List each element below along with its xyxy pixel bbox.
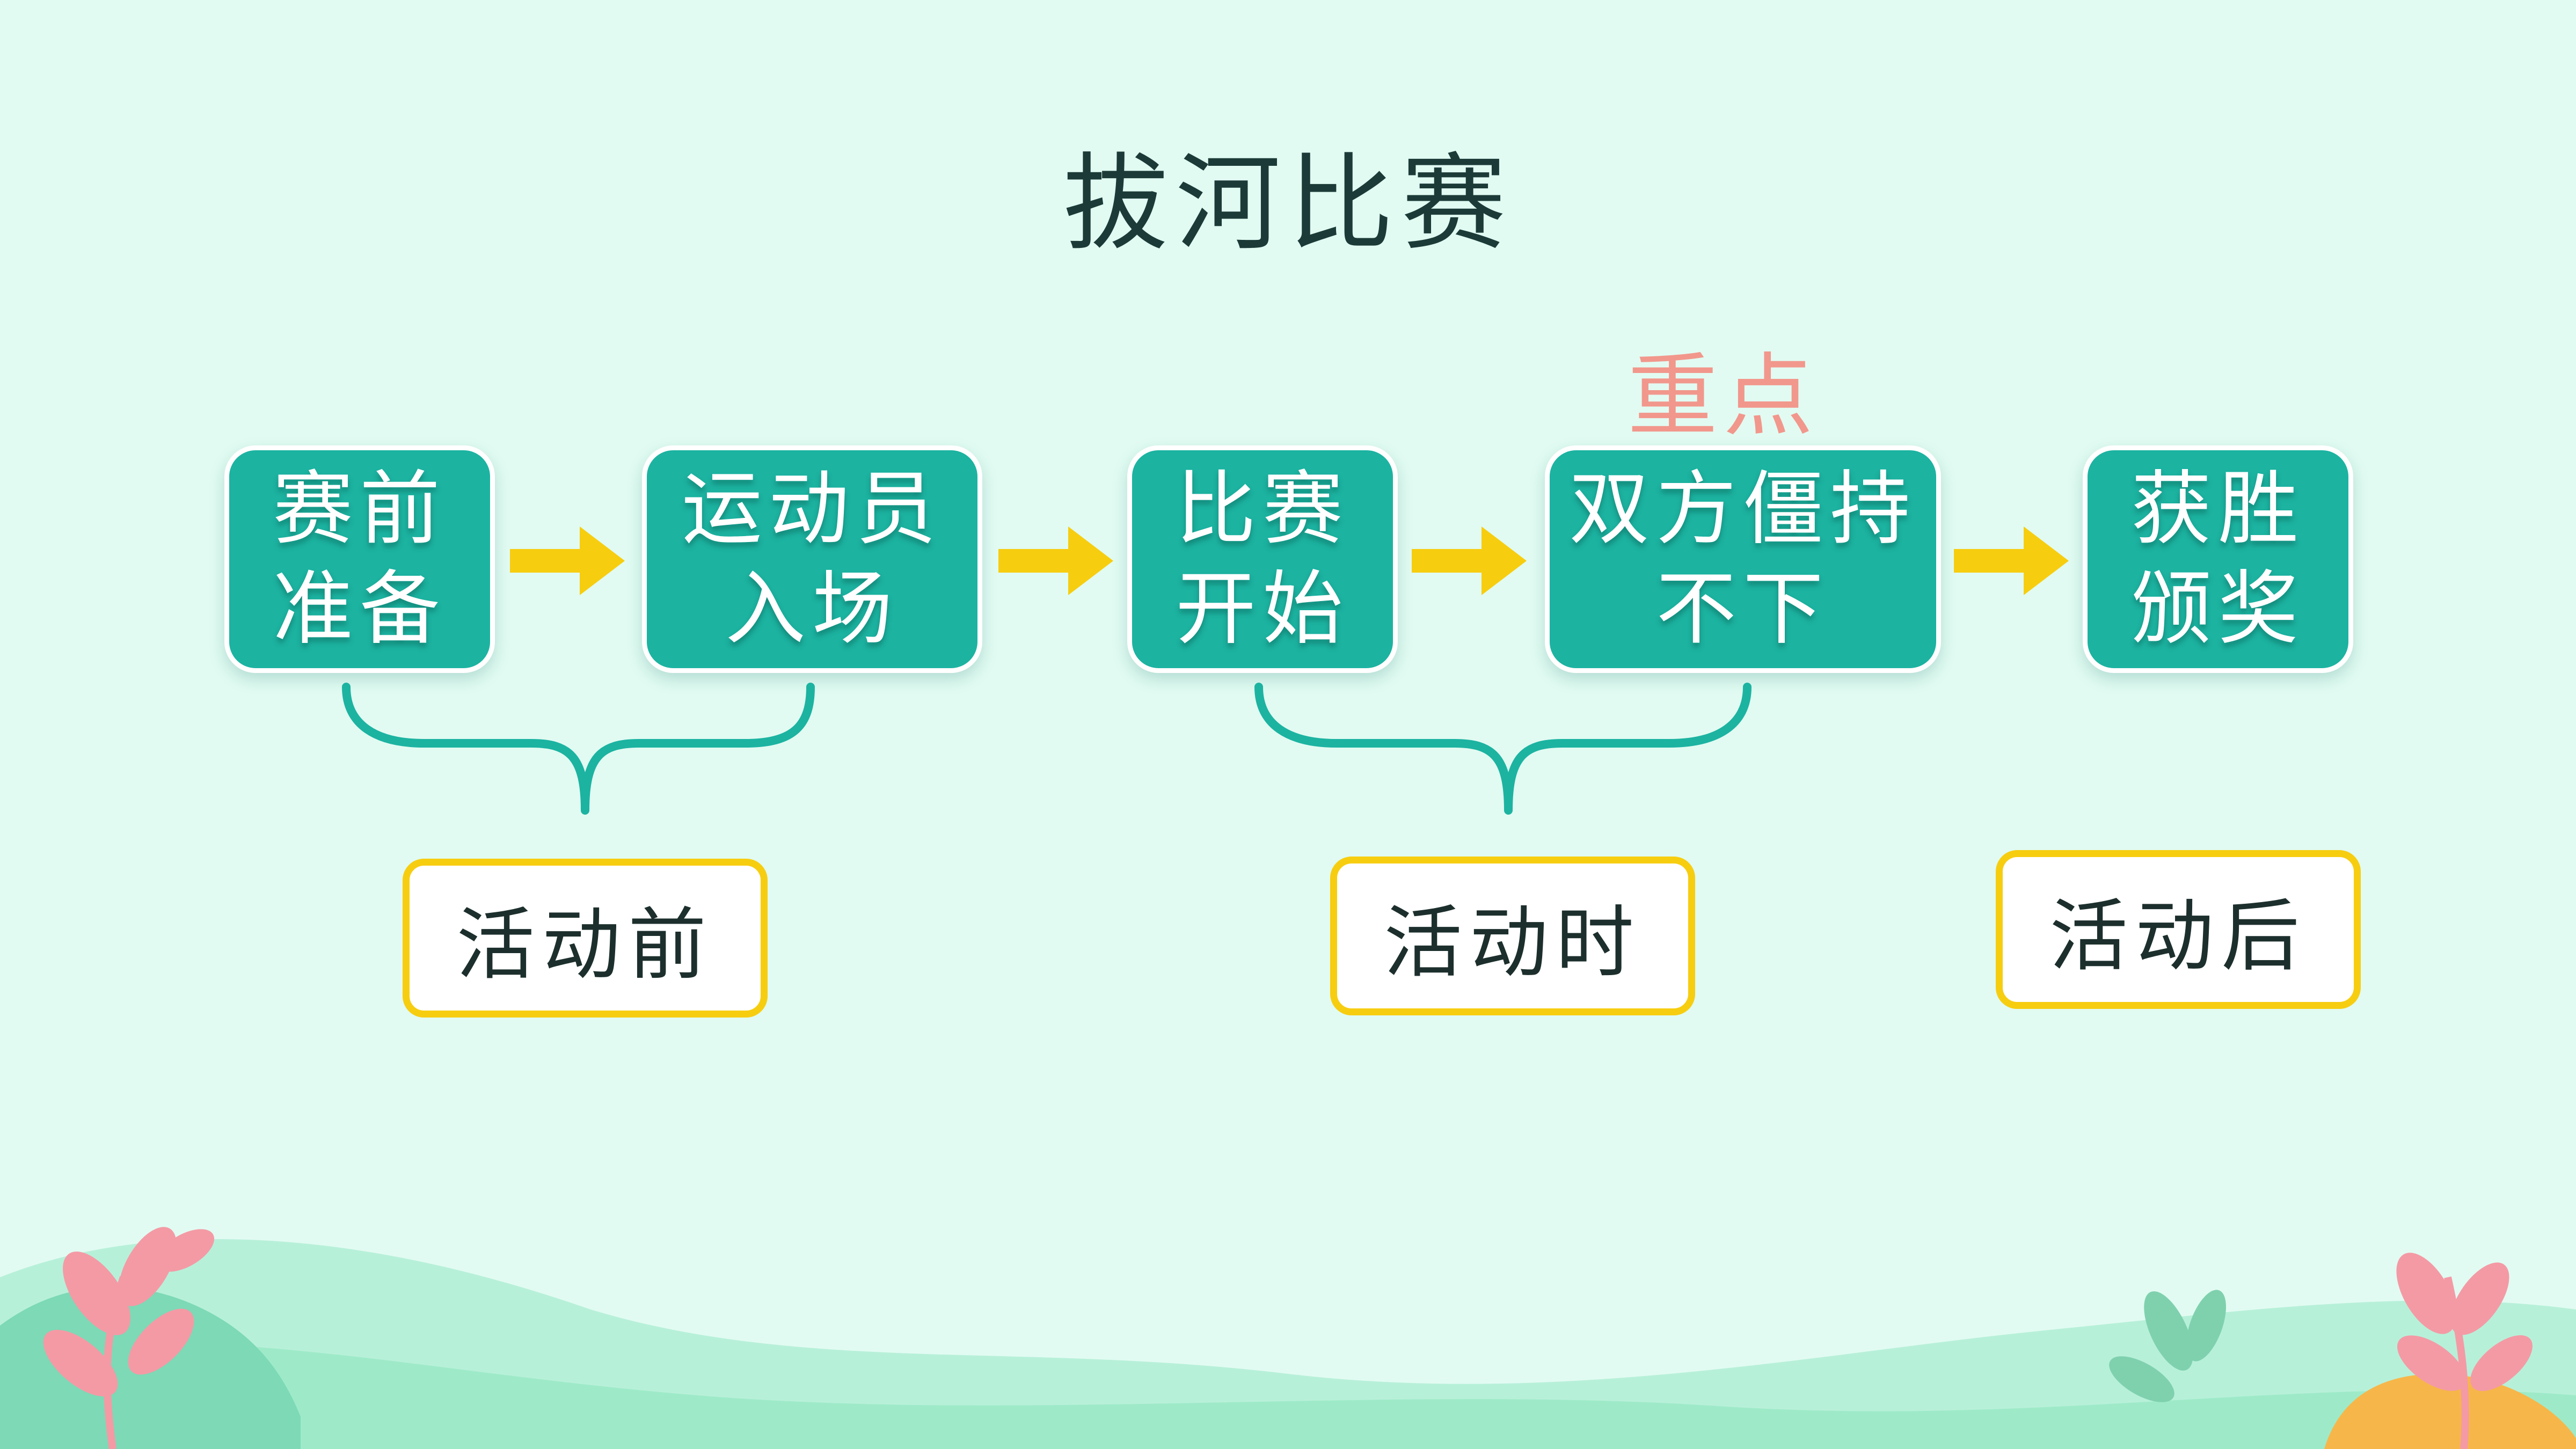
- brace-before-activity: [342, 683, 815, 815]
- leaf: [2396, 1253, 2456, 1334]
- step-text-line-2: 不下: [1655, 562, 1830, 656]
- diagram-title: 拔河比赛: [1062, 143, 1514, 265]
- brace-during-activity: [1254, 683, 1752, 815]
- leaf: [2144, 1291, 2193, 1371]
- hill-right-orange: [2324, 1374, 2576, 1449]
- hill-front: [0, 1342, 2576, 1449]
- plant-right: [2396, 1253, 2533, 1449]
- step-box-pre-match-preparation: 赛前 准备: [224, 445, 495, 673]
- step-text-line-1: 获胜: [2130, 463, 2305, 556]
- step-text-line-2: 入场: [725, 562, 899, 656]
- step-text-line-1: 赛前: [272, 463, 447, 556]
- step-text-line-2: 准备: [272, 562, 447, 656]
- step-box-athletes-enter: 运动员 入场: [642, 445, 982, 673]
- phase-label-before: 活动前: [403, 859, 768, 1018]
- arrow-right-icon: [1412, 526, 1527, 595]
- arrow-right-icon: [1954, 526, 2069, 595]
- step-box-stalemate: 双方僵持 不下: [1545, 445, 1941, 673]
- key-point-label: 重点: [1628, 343, 1819, 449]
- arrow-right-icon: [510, 526, 625, 595]
- leaf: [63, 1252, 130, 1335]
- leaf: [2470, 1335, 2533, 1391]
- leaf: [2109, 1356, 2174, 1402]
- leaf: [2186, 1290, 2226, 1362]
- step-box-match-begins: 比赛 开始: [1127, 445, 1398, 673]
- arrow-right-icon: [998, 526, 1113, 595]
- plant-right-green: [2109, 1290, 2226, 1402]
- leaf: [2450, 1262, 2509, 1335]
- step-text-line-2: 开始: [1175, 562, 1349, 656]
- step-box-award-ceremony: 获胜 颁奖: [2083, 445, 2353, 673]
- leaf: [43, 1329, 118, 1397]
- phase-label-during: 活动时: [1330, 857, 1695, 1015]
- step-text-line-2: 颁奖: [2130, 562, 2305, 656]
- leaf: [156, 1229, 215, 1272]
- leaf: [128, 1308, 194, 1375]
- leaf: [2397, 1335, 2466, 1391]
- plant-left: [43, 1227, 215, 1449]
- leaf: [119, 1227, 177, 1306]
- step-text-line-1: 运动员: [681, 463, 943, 556]
- phase-label-after: 活动后: [1996, 850, 2361, 1009]
- step-text-line-1: 双方僵持: [1568, 463, 1917, 556]
- step-text-line-1: 比赛: [1175, 463, 1349, 556]
